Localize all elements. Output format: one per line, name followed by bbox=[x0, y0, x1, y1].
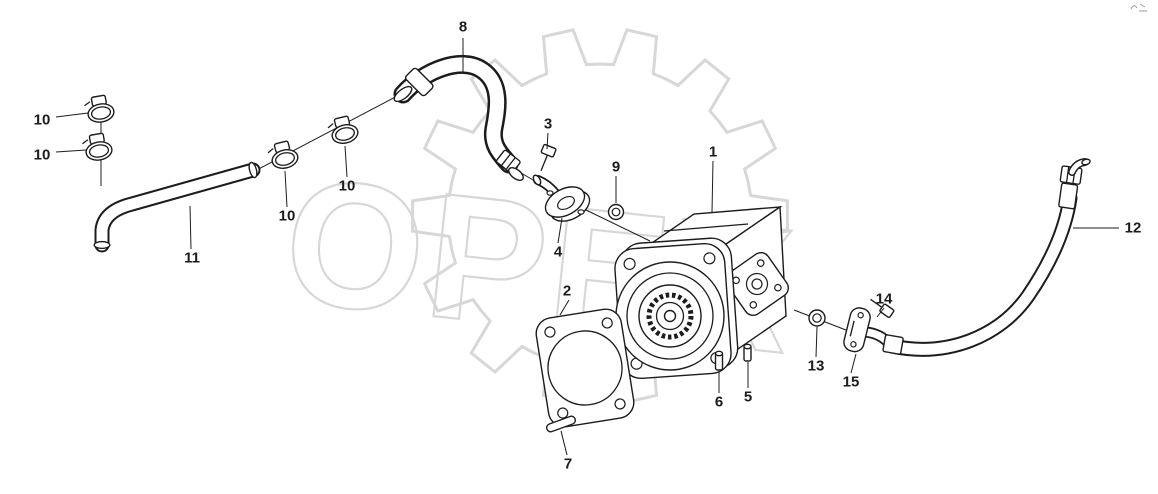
leader-14 bbox=[876, 307, 885, 318]
leader-10d bbox=[344, 145, 348, 178]
bolt-shaft bbox=[870, 298, 883, 308]
callout-2: 2 bbox=[562, 282, 572, 300]
pin-body bbox=[545, 415, 577, 433]
callout-1: 1 bbox=[708, 143, 718, 161]
port-bolt-hole bbox=[749, 301, 758, 309]
leader-13 bbox=[815, 326, 818, 358]
callout-10-a: 10 bbox=[33, 111, 51, 129]
o-ring-inner bbox=[812, 313, 822, 323]
corner-mark bbox=[1130, 3, 1147, 12]
pump-side-port-flange bbox=[725, 252, 789, 316]
pump-shaft-ring bbox=[655, 301, 685, 331]
callout-14: 14 bbox=[875, 290, 893, 308]
leader-15 bbox=[850, 353, 857, 374]
elbow-center-hole bbox=[557, 195, 575, 211]
pipe-fill bbox=[96, 164, 259, 251]
hose-collar bbox=[404, 67, 434, 97]
leader-11 bbox=[189, 205, 192, 250]
stud-top bbox=[714, 350, 724, 357]
part-pump-1 bbox=[614, 205, 789, 380]
flange-bolt-hole bbox=[857, 312, 864, 319]
part-pipe-11 bbox=[93, 161, 261, 253]
callout-3: 3 bbox=[543, 115, 553, 133]
port-bolt-hole bbox=[756, 259, 765, 267]
part-hose-8 bbox=[393, 54, 524, 182]
part-gasket-2 bbox=[535, 308, 635, 428]
callout-5: 5 bbox=[743, 388, 753, 406]
callout-15: 15 bbox=[842, 373, 860, 391]
part-pin-7 bbox=[545, 415, 577, 433]
bolt-head bbox=[540, 143, 557, 158]
port-bolt-hole bbox=[774, 283, 782, 292]
callout-10-b: 10 bbox=[33, 146, 51, 164]
hose-nut-facet bbox=[500, 153, 512, 167]
elbow-stub-end bbox=[532, 174, 542, 186]
gasket-bolt-hole bbox=[601, 317, 613, 329]
hose-open-end bbox=[393, 85, 413, 103]
leader-10b bbox=[55, 149, 87, 153]
part-bolt-3 bbox=[540, 143, 557, 172]
leader-1 bbox=[711, 160, 714, 213]
part-stud-6 bbox=[714, 350, 724, 371]
flange-bolt-hole bbox=[850, 341, 857, 348]
callout-9: 9 bbox=[611, 158, 621, 176]
leader-7 bbox=[560, 430, 568, 456]
hose-flare bbox=[508, 166, 524, 182]
gasket-bolt-hole bbox=[557, 407, 569, 419]
hose-fill bbox=[886, 192, 1076, 355]
hose-clamp-1 bbox=[82, 93, 117, 126]
callout-7: 7 bbox=[563, 455, 573, 473]
elbow-bolt-hole bbox=[577, 209, 585, 215]
callout-12: 12 bbox=[1124, 219, 1142, 237]
leader-4 bbox=[557, 217, 563, 244]
hose-crimp-top bbox=[1058, 182, 1079, 210]
flange-edge bbox=[849, 320, 855, 337]
callout-13: 13 bbox=[807, 357, 825, 375]
hose-end-opening bbox=[1081, 158, 1091, 166]
mount-bolt-hole bbox=[703, 252, 716, 265]
hose-nut bbox=[495, 149, 521, 174]
callout-4: 4 bbox=[553, 243, 563, 261]
nut-facet bbox=[1065, 166, 1070, 183]
part-o-ring-9 bbox=[607, 203, 625, 221]
part-elbow-flange-4 bbox=[532, 174, 591, 222]
gasket-bolt-hole bbox=[614, 398, 626, 410]
flange-plate bbox=[843, 307, 871, 353]
pipe-open-end-bottom bbox=[93, 240, 111, 250]
part-hose-12 bbox=[882, 158, 1091, 357]
callout-6: 6 bbox=[714, 393, 724, 411]
callout-8: 8 bbox=[458, 18, 468, 36]
hose-fill bbox=[396, 57, 516, 171]
leader-10a bbox=[55, 112, 89, 118]
hose-crimp-bottom bbox=[882, 334, 904, 355]
callout-10-d: 10 bbox=[338, 177, 356, 195]
stud-top bbox=[743, 343, 752, 350]
leader-lines bbox=[55, 38, 1119, 456]
bolt-shaft bbox=[540, 153, 549, 172]
gasket-bolt-hole bbox=[544, 326, 556, 338]
part-bolt-14 bbox=[870, 298, 895, 319]
gasket-plate bbox=[535, 308, 635, 428]
leader-3 bbox=[546, 132, 549, 150]
callout-11: 11 bbox=[184, 249, 200, 267]
gasket-center-opening bbox=[547, 330, 623, 406]
hose-clamp-2 bbox=[80, 131, 115, 164]
leader-2 bbox=[559, 299, 570, 316]
o-ring-inner bbox=[611, 207, 621, 217]
callout-10-c: 10 bbox=[278, 207, 296, 225]
elbow-bolt-hole bbox=[546, 190, 554, 196]
part-o-ring-13 bbox=[808, 309, 826, 327]
pump-shaft-bore bbox=[663, 309, 677, 323]
part-stud-5 bbox=[743, 343, 752, 362]
pump-top-seam bbox=[663, 223, 749, 232]
bolt-head bbox=[879, 303, 895, 319]
port-opening-inner bbox=[751, 278, 763, 290]
assembly-line-elbow-to-pump bbox=[585, 209, 651, 242]
mount-bolt-hole bbox=[623, 257, 636, 271]
hose-nut-facet bbox=[505, 157, 516, 170]
pump-boss-ring bbox=[626, 272, 714, 360]
pipe-open-end-right bbox=[248, 161, 258, 179]
leader-10c bbox=[284, 170, 288, 208]
